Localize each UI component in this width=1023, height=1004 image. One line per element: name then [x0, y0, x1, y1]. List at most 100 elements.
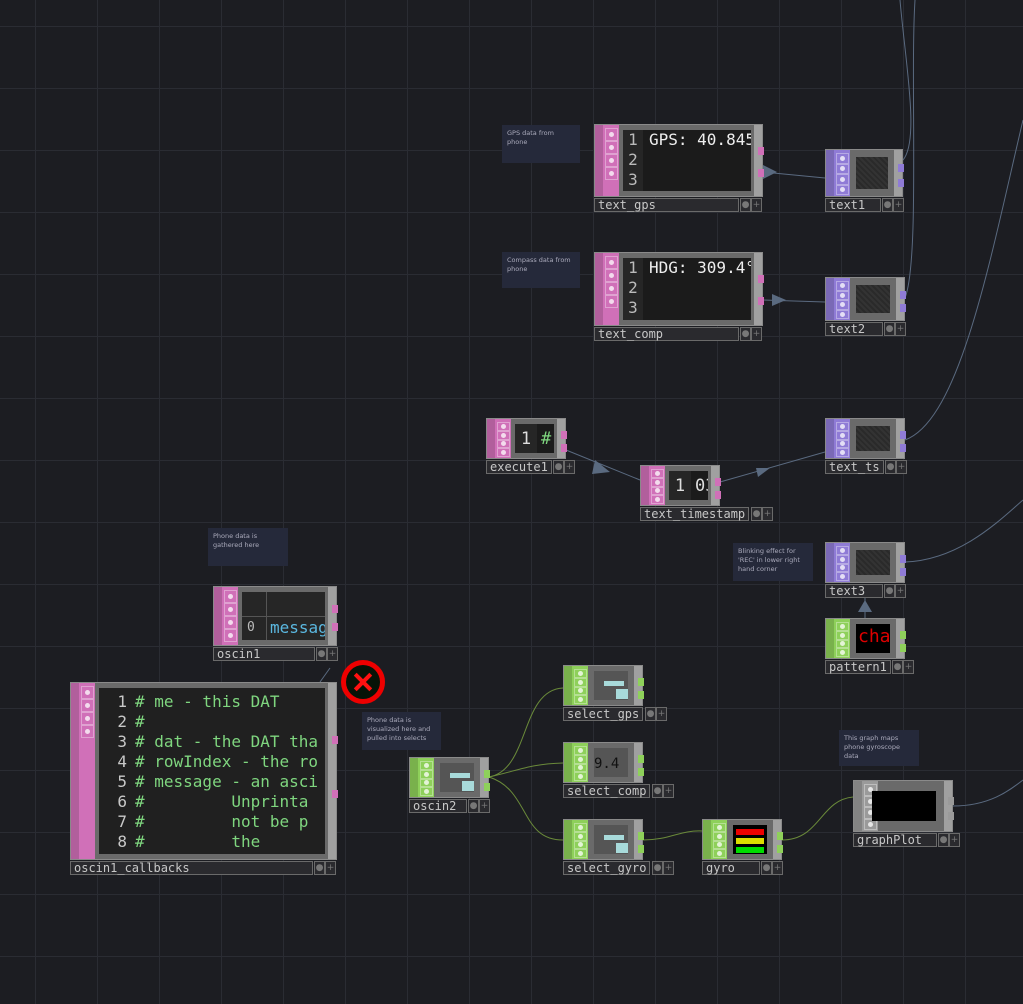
- output-connector[interactable]: [332, 736, 338, 745]
- lock-icon[interactable]: [864, 818, 877, 830]
- node-viewer[interactable]: [856, 426, 890, 451]
- viewer-active-button[interactable]: ●: [553, 460, 564, 474]
- viewer-active-button[interactable]: ●: [740, 327, 751, 341]
- node-name-oscin1_callbacks[interactable]: oscin1_callbacks: [70, 861, 313, 875]
- cook-icon[interactable]: [836, 639, 849, 649]
- node-viewer[interactable]: [856, 285, 890, 313]
- bypass-icon[interactable]: [605, 141, 618, 154]
- node-name-select_gps[interactable]: select_gps: [563, 707, 644, 721]
- add-node-button[interactable]: +: [772, 861, 783, 875]
- output-connector[interactable]: [638, 755, 644, 764]
- bypass-icon[interactable]: [574, 831, 587, 841]
- node-text_timestamp[interactable]: 103: [640, 465, 721, 506]
- node-viewer[interactable]: chan: [856, 624, 890, 653]
- node-select_gps[interactable]: [563, 665, 644, 706]
- output-connector[interactable]: [758, 168, 764, 177]
- bypass-icon[interactable]: [574, 677, 587, 687]
- cook-icon[interactable]: [605, 282, 618, 295]
- node-name-pattern1[interactable]: pattern1: [825, 660, 891, 674]
- viewer-toggle-icon[interactable]: [574, 746, 587, 755]
- viewer-active-button[interactable]: ●: [751, 507, 762, 521]
- bypass-icon[interactable]: [574, 754, 587, 764]
- viewer-toggle-icon[interactable]: [836, 153, 849, 164]
- viewer-toggle-icon[interactable]: [836, 622, 849, 631]
- node-viewer[interactable]: [594, 825, 628, 854]
- output-connector[interactable]: [898, 164, 904, 173]
- bypass-icon[interactable]: [81, 699, 94, 712]
- bypass-icon[interactable]: [836, 163, 849, 174]
- output-connector[interactable]: [484, 782, 490, 791]
- bypass-icon[interactable]: [836, 630, 849, 640]
- output-connector[interactable]: [777, 844, 783, 853]
- add-node-button[interactable]: +: [949, 833, 960, 847]
- lock-icon[interactable]: [836, 184, 849, 195]
- cook-icon[interactable]: [836, 300, 849, 310]
- lock-icon[interactable]: [81, 725, 94, 738]
- node-name-text2[interactable]: text2: [825, 322, 883, 336]
- viewer-active-button[interactable]: ●: [761, 861, 772, 875]
- add-node-button[interactable]: +: [663, 861, 674, 875]
- node-name-text_timestamp[interactable]: text_timestamp: [640, 507, 750, 521]
- cook-icon[interactable]: [574, 840, 587, 850]
- bypass-icon[interactable]: [651, 477, 664, 487]
- node-pattern1[interactable]: chan: [825, 618, 906, 659]
- viewer-active-button[interactable]: ●: [652, 784, 663, 798]
- viewer-active-button[interactable]: ●: [884, 584, 895, 598]
- node-execute1[interactable]: 1#: [486, 418, 567, 459]
- add-node-button[interactable]: +: [895, 322, 906, 336]
- viewer-toggle-icon[interactable]: [836, 281, 849, 291]
- add-node-button[interactable]: +: [751, 198, 762, 212]
- node-viewer[interactable]: [856, 157, 888, 189]
- cook-icon[interactable]: [713, 840, 726, 850]
- lock-icon[interactable]: [605, 295, 618, 308]
- bypass-icon[interactable]: [420, 769, 433, 779]
- add-node-button[interactable]: +: [751, 327, 762, 341]
- cook-icon[interactable]: [651, 486, 664, 496]
- output-connector[interactable]: [638, 690, 644, 699]
- viewer-active-button[interactable]: ●: [652, 861, 663, 875]
- viewer-toggle-icon[interactable]: [605, 128, 618, 141]
- node-graphPlot[interactable]: [853, 780, 954, 832]
- error-icon[interactable]: [341, 660, 385, 704]
- viewer-toggle-icon[interactable]: [836, 422, 849, 431]
- node-viewer[interactable]: [440, 763, 474, 792]
- add-node-button[interactable]: +: [762, 507, 773, 521]
- output-connector[interactable]: [715, 478, 721, 487]
- node-viewer[interactable]: [872, 791, 936, 821]
- viewer-active-button[interactable]: ●: [884, 322, 895, 336]
- node-name-text3[interactable]: text3: [825, 584, 883, 598]
- cook-icon[interactable]: [836, 174, 849, 185]
- add-node-button[interactable]: +: [895, 584, 906, 598]
- node-name-oscin1[interactable]: oscin1: [213, 647, 315, 661]
- node-name-select_comp[interactable]: select_comp: [563, 784, 651, 798]
- lock-icon[interactable]: [836, 448, 849, 457]
- add-node-button[interactable]: +: [479, 799, 490, 813]
- node-name-select_gyro[interactable]: select_gyro: [563, 861, 651, 875]
- viewer-toggle-icon[interactable]: [605, 256, 618, 269]
- node-select_gyro[interactable]: [563, 819, 644, 860]
- node-viewer[interactable]: [856, 550, 890, 575]
- output-connector[interactable]: [777, 832, 783, 841]
- lock-icon[interactable]: [836, 309, 849, 319]
- node-select_comp[interactable]: 9.4 gyr: [563, 742, 644, 783]
- add-node-button[interactable]: +: [896, 460, 907, 474]
- cook-icon[interactable]: [605, 154, 618, 167]
- bypass-icon[interactable]: [836, 430, 849, 440]
- output-connector[interactable]: [561, 443, 567, 452]
- viewer-toggle-icon[interactable]: [81, 686, 94, 699]
- cook-icon[interactable]: [836, 439, 849, 449]
- node-viewer[interactable]: 103: [669, 471, 708, 500]
- add-node-button[interactable]: +: [327, 647, 338, 661]
- lock-icon[interactable]: [574, 849, 587, 858]
- node-viewer[interactable]: 9.4 gyr: [594, 748, 628, 777]
- cook-icon[interactable]: [497, 439, 510, 449]
- viewer-active-button[interactable]: ●: [468, 799, 479, 813]
- viewer-toggle-icon[interactable]: [651, 469, 664, 478]
- viewer-toggle-icon[interactable]: [497, 422, 510, 431]
